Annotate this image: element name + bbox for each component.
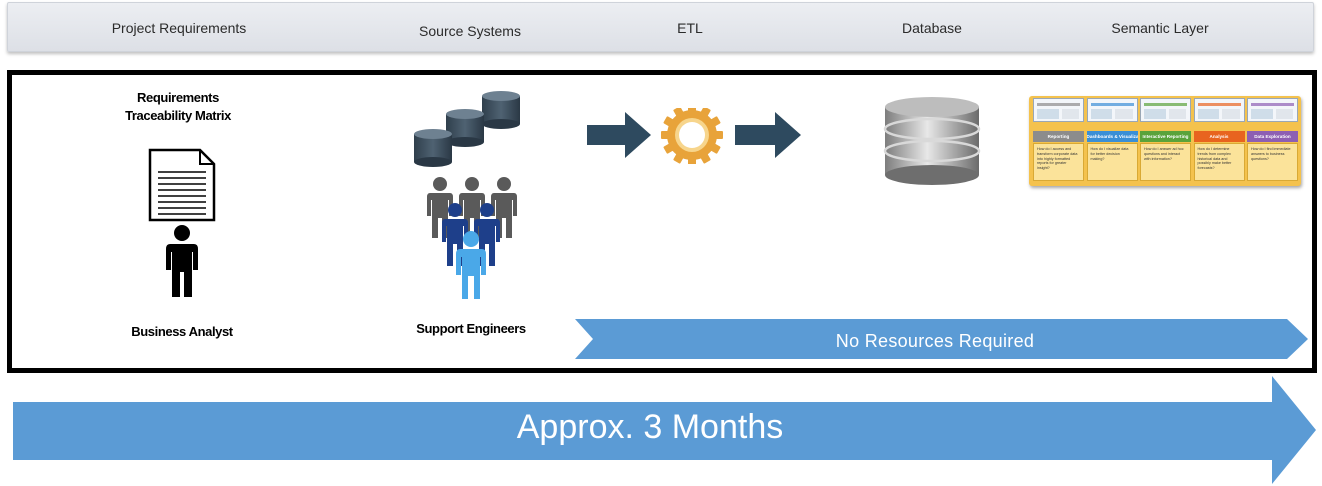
document-icon	[148, 148, 216, 222]
semantic-card-text: How do I determine trends from complex h…	[1193, 143, 1245, 181]
business-analyst-label: Business Analyst	[131, 324, 233, 339]
semantic-card-title: Reporting	[1033, 131, 1084, 142]
semantic-card-text: How do I answer ad hoc questions and int…	[1140, 143, 1191, 181]
business-analyst-person-icon	[166, 225, 198, 297]
support-engineers-group-icon	[427, 177, 517, 299]
support-engineers-label: Support Engineers	[416, 321, 526, 336]
stage-label-semantic-layer: Semantic Layer	[1111, 20, 1209, 36]
semantic-card-title: Dashboards & Visualization	[1086, 131, 1138, 142]
semantic-thumbnail	[1033, 98, 1084, 122]
stage-label-database: Database	[902, 20, 962, 36]
stage-label-project-requirements: Project Requirements	[111, 20, 247, 36]
database-cylinders-icon	[414, 91, 520, 167]
semantic-card-text: How do I access and transform corporate …	[1033, 143, 1084, 181]
etl-flow-graphic	[587, 108, 801, 164]
stage-label-source-systems: Source Systems	[419, 23, 521, 39]
database-icon	[883, 97, 981, 185]
semantic-thumbnail	[1247, 98, 1298, 122]
semantic-thumbnail	[1140, 98, 1191, 122]
semantic-card-title: Analysis	[1193, 131, 1245, 142]
stage-label-etl: ETL	[677, 20, 703, 36]
no-resources-label: No Resources Required	[835, 331, 1035, 351]
semantic-thumbnail	[1193, 98, 1245, 122]
timeline-arrow	[13, 376, 1316, 484]
semantic-card-text: How do I visualize data for better decis…	[1086, 143, 1138, 181]
semantic-card-title: Data Exploration	[1247, 131, 1298, 142]
timeline-label: Approx. 3 Months	[516, 408, 784, 446]
semantic-card-title: Interactive Reporting	[1140, 131, 1191, 142]
no-resources-banner-arrow	[575, 319, 1308, 359]
flow-arrow-left-icon	[587, 112, 651, 158]
semantic-thumbnail	[1086, 98, 1138, 122]
rtm-label: Requirements Traceability Matrix	[125, 90, 231, 123]
stage-header-bar	[7, 2, 1314, 52]
flow-arrow-right-icon	[735, 112, 801, 158]
gear-icon	[661, 108, 723, 164]
semantic-card-text: How do I find immediate answers to busin…	[1247, 143, 1298, 181]
